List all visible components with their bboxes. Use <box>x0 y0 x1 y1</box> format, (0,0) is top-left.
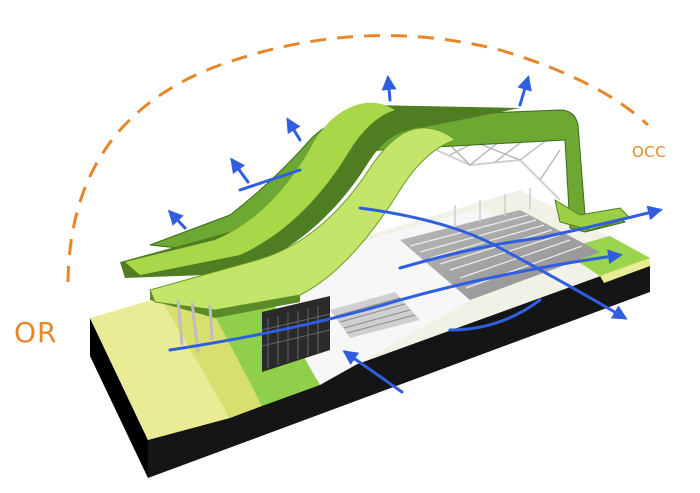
ground-stripe <box>90 298 230 440</box>
roof-blade-front <box>149 127 456 311</box>
roof-blade-front-underside <box>150 290 300 318</box>
radiation-arc <box>66 34 650 283</box>
arrow-icon <box>517 75 532 107</box>
base-right-side <box>148 258 650 478</box>
arrow-icon <box>398 205 663 270</box>
airflow-arrows <box>167 75 663 394</box>
ground-stripe <box>160 287 262 418</box>
arrow-icon <box>168 249 623 352</box>
arrow-icon <box>381 75 397 102</box>
roof-blade-main-top <box>125 102 395 276</box>
arrow-icon <box>448 298 542 332</box>
arrow-icon <box>358 206 628 320</box>
arrow-icon <box>230 157 250 184</box>
label-or: OR <box>14 316 58 349</box>
ground-stripe <box>600 258 650 283</box>
stand-structure <box>262 296 330 372</box>
left-stand <box>261 296 331 372</box>
label-occ: OCC <box>632 143 667 161</box>
right-tribune <box>330 210 600 338</box>
tribune-seats <box>400 210 600 300</box>
lower-stand-steps <box>330 292 420 338</box>
arrow-icon <box>167 209 187 230</box>
arrow-icon <box>342 350 404 394</box>
support-columns <box>176 299 214 353</box>
arrow-icon <box>238 168 302 192</box>
base-front-side <box>90 318 148 478</box>
arrow-icon <box>286 117 302 142</box>
